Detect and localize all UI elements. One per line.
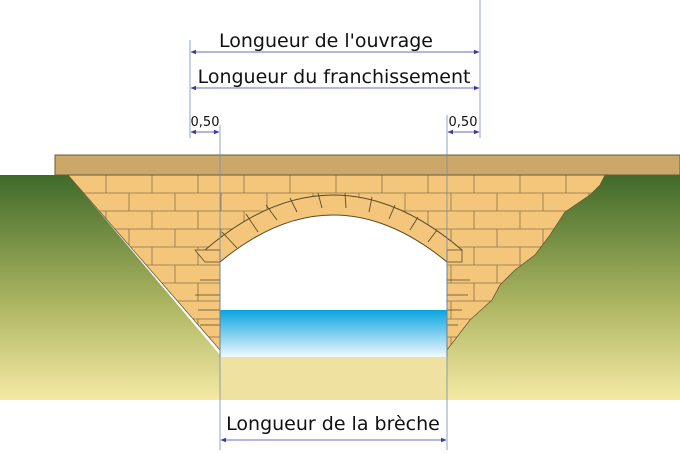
arch-opening <box>194 192 470 357</box>
right-bank <box>220 175 680 400</box>
bridge-deck <box>54 154 680 176</box>
left-bank <box>0 175 220 400</box>
right-offset-label: 0,50 <box>449 115 478 130</box>
breche-label: Longueur de la brèche <box>226 413 440 435</box>
extension-lines <box>189 0 481 450</box>
water <box>220 310 447 357</box>
franchissement-label: Longueur du franchissement <box>198 66 471 88</box>
dimension-lines <box>190 49 480 443</box>
ouvrage-label: Longueur de l'ouvrage <box>219 30 433 52</box>
left-offset-label: 0,50 <box>191 115 220 130</box>
